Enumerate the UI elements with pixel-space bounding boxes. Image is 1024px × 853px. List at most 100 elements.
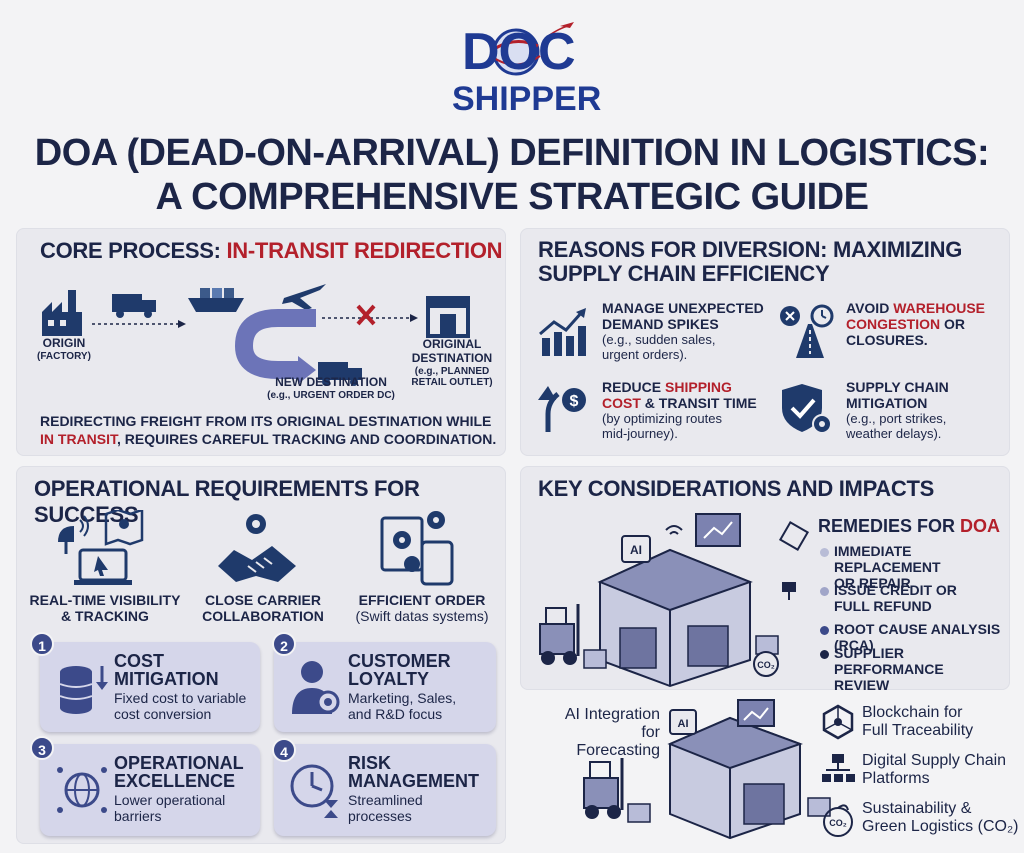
trend-1-line-1: AI Integration [564, 706, 660, 723]
remedy-bullet-1 [820, 548, 829, 557]
factory-icon [42, 290, 82, 336]
coin-stack-icon [59, 666, 108, 714]
remedies-heading-prefix: REMEDIES FOR [818, 516, 961, 536]
card-3-title-2: EXCELLENCE [114, 771, 236, 791]
handshake-icon [218, 514, 296, 582]
ops-item-collaboration: CLOSE CARRIER COLLABORATION [178, 592, 348, 624]
ops-heading: OPERATIONAL REQUIREMENTS FOR SUCCESS [34, 476, 420, 527]
remedy-2-line-1: ISSUE CREDIT OR [834, 582, 957, 598]
ops-item-2-line-1: CLOSE CARRIER [205, 592, 321, 608]
svg-text:AI: AI [678, 718, 689, 730]
reason-3-sub-2: mid-journey). [602, 426, 678, 441]
trend-blockchain: Blockchain for Full Traceability [862, 704, 973, 740]
svg-text:CO₂: CO₂ [829, 818, 847, 828]
trend-ai-forecasting: AI Integration for Forecasting [554, 706, 660, 760]
card-4-title-2: MANAGEMENT [348, 771, 479, 791]
key-heading: KEY CONSIDERATIONS AND IMPACTS [538, 476, 934, 501]
reason-1-title-1: MANAGE UNEXPECTED [602, 300, 764, 316]
logo-shipper-text: SHIPPER [452, 80, 602, 118]
customer-target-icon [292, 661, 340, 714]
svg-text:AI: AI [630, 543, 642, 557]
card-4-sub-1: Streamlined [348, 792, 423, 808]
logo-mark-icon [492, 22, 574, 76]
core-description: REDIRECTING FREIGHT FROM ITS ORIGINAL DE… [40, 412, 496, 448]
card-2-sub-1: Marketing, Sales, [348, 690, 457, 706]
reasons-heading: REASONS FOR DIVERSION: MAXIMIZING SUPPLY… [538, 238, 962, 286]
remedy-3-line-1: ROOT CAUSE ANALYSIS (RCA) [834, 621, 1001, 653]
card-3-number-badge: 3 [30, 736, 54, 760]
svg-text:CO₂: CO₂ [757, 660, 775, 670]
globe-network-icon [57, 767, 107, 813]
original-destination-sub-2: RETAIL OUTLET) [411, 377, 493, 388]
redirection-flow-diagram [42, 284, 470, 386]
trend-digital-platforms: Digital Supply Chain Platforms [862, 752, 1006, 788]
card-2-sub-2: and R&D focus [348, 706, 443, 722]
logo-doc-text: DOC [462, 23, 576, 81]
core-process-panel: CORE PROCESS: IN-TRANSIT REDIRECTION [16, 228, 506, 456]
card-risk-management: RISK MANAGEMENT Streamlined processes [274, 744, 496, 836]
ops-item-1-line-2: & TRACKING [61, 608, 149, 624]
reason-3-title-a: REDUCE [602, 379, 666, 395]
digital-warehouse-illustration: AI [583, 699, 831, 840]
platform-hierarchy-icon [822, 754, 855, 782]
trend-1-line-2: for Forecasting [576, 724, 660, 759]
card-4-number-badge: 4 [272, 738, 296, 762]
card-2-title-1: CUSTOMER [348, 651, 451, 671]
remedies-heading: REMEDIES FOR DOA [818, 516, 1000, 537]
reason-1-sub-1: (e.g., sudden sales, [602, 332, 716, 347]
remedy-1-line-2: OR REPAIR [834, 575, 911, 591]
reason-shipping-cost: REDUCE SHIPPING COST & TRANSIT TIME (by … [602, 379, 757, 441]
reason-4-title-2: MITIGATION [846, 395, 928, 411]
core-process-heading: CORE PROCESS: IN-TRANSIT REDIRECTION [40, 238, 503, 264]
trend-2-line-1: Blockchain for [862, 704, 963, 721]
original-destination-label-2: DESTINATION [411, 351, 493, 365]
remedy-bullet-3 [820, 626, 829, 635]
remedy-2-line-2: FULL REFUND [834, 598, 932, 614]
reason-demand-spikes: MANAGE UNEXPECTED DEMAND SPIKES (e.g., s… [602, 300, 764, 362]
reason-2-title-e: CLOSURES. [846, 332, 928, 348]
card-customer-loyalty: CUSTOMER LOYALTY Marketing, Sales, and R… [274, 642, 496, 732]
clock-hourglass-icon [290, 764, 338, 818]
remedy-4-line-2: REVIEW [834, 677, 890, 693]
tracking-map-icon [58, 510, 144, 585]
remedy-1-line-1: IMMEDIATE REPLACEMENT [834, 543, 941, 575]
trend-4-line-2: Green Logistics (CO₂) [862, 818, 1019, 835]
trend-3-line-2: Platforms [862, 770, 930, 787]
key-considerations-panel: KEY CONSIDERATIONS AND IMPACTS AI CO₂ [520, 466, 1010, 693]
shield-gear-icon [782, 384, 832, 434]
store-icon [426, 296, 470, 338]
road-closure-icon [780, 304, 834, 358]
card-4-sub-2: processes [348, 808, 412, 824]
co2-leaf-icon: CO₂ [823, 804, 853, 837]
trend-2-line-2: Full Traceability [862, 722, 974, 739]
origin-sub-label: (FACTORY) [37, 351, 91, 362]
remedy-rca: ROOT CAUSE ANALYSIS (RCA) [834, 621, 1010, 653]
remedy-replacement: IMMEDIATE REPLACEMENT OR REPAIR [834, 543, 1010, 591]
svg-text:$: $ [570, 393, 579, 410]
remedy-4-line-1: SUPPLIER PERFORMANCE [834, 645, 944, 677]
card-1-title-2: MITIGATION [114, 669, 219, 689]
core-heading-highlight: IN-TRANSIT REDIRECTION [226, 238, 503, 263]
ops-item-2-line-2: COLLABORATION [202, 608, 324, 624]
card-1-title-1: COST [114, 651, 165, 671]
ops-item-visibility: REAL-TIME VISIBILITY & TRACKING [20, 592, 190, 624]
reason-1-title-2: DEMAND SPIKES [602, 316, 719, 332]
ops-item-3-line-2: (Swift datas systems) [355, 608, 489, 624]
reason-4-sub-1: (e.g., port strikes, [846, 411, 947, 426]
reasons-heading-line-2: SUPPLY CHAIN EFFICIENCY [538, 261, 830, 286]
cancel-x-icon [356, 304, 376, 326]
card-operational-excellence: OPERATIONAL EXCELLENCE Lower operational… [40, 744, 260, 836]
smart-warehouse-illustration: AI CO₂ [539, 513, 810, 688]
core-description-highlight: IN TRANSIT [40, 431, 117, 447]
reason-supply-chain-mitigation: SUPPLY CHAIN MITIGATION (e.g., port stri… [846, 379, 949, 441]
remedy-credit-refund: ISSUE CREDIT OR FULL REFUND [834, 582, 957, 614]
card-1-sub-2: cost conversion [114, 706, 212, 722]
ops-item-1-line-1: REAL-TIME VISIBILITY [29, 592, 181, 608]
plane-icon [282, 284, 326, 310]
route-cost-icon: $ [538, 386, 586, 432]
core-description-line-1: REDIRECTING FREIGHT FROM ITS ORIGINAL DE… [40, 413, 492, 429]
reasons-heading-line-1: REASONS FOR DIVERSION: MAXIMIZING [538, 237, 963, 262]
core-heading-prefix: CORE PROCESS: [40, 238, 227, 263]
card-1-sub-1: Fixed cost to variable [114, 690, 247, 706]
card-1-number-badge: 1 [30, 632, 54, 656]
